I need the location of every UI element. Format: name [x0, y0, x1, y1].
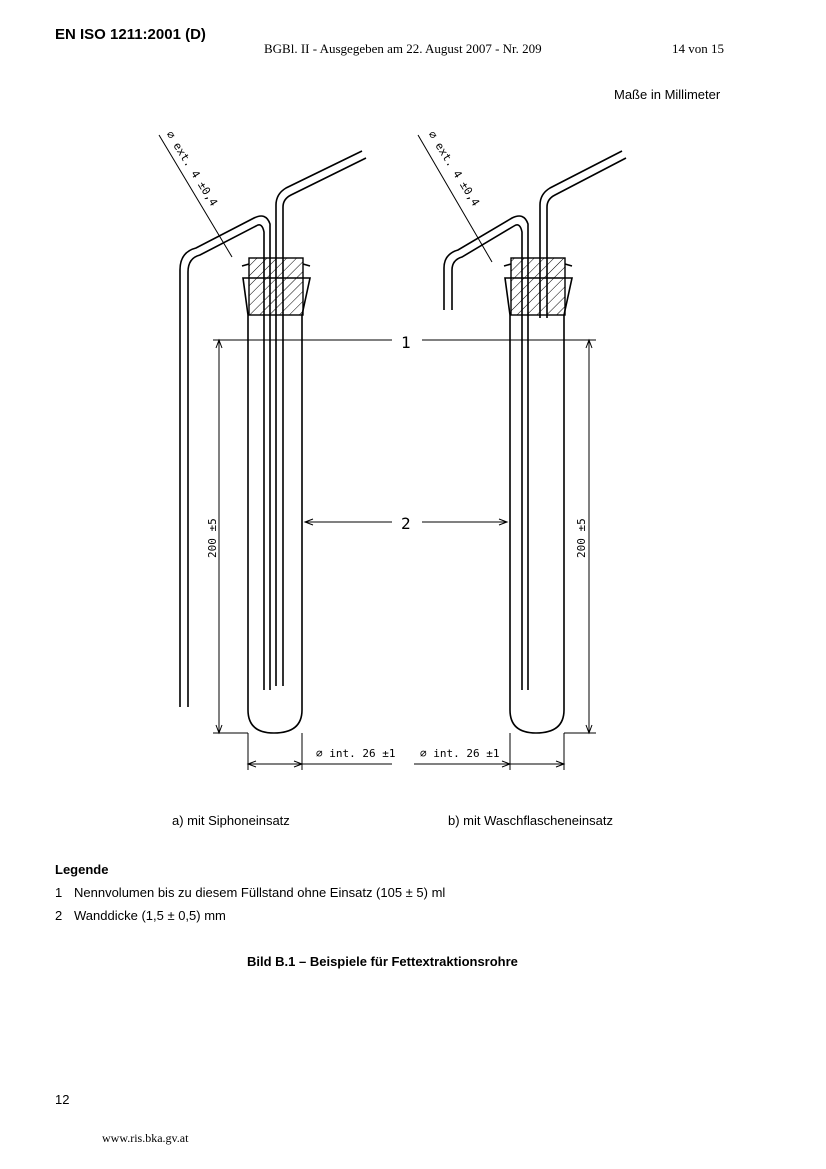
technical-drawing: ⌀ ext. 4 ±0,4 ⌀ ext. 4 ±0,4 200 ±5 200 ±… [158, 129, 627, 770]
dim-height-right: 200 ±5 [575, 518, 588, 558]
dim-height-left: 200 ±5 [206, 518, 219, 558]
legend-item-text: Nennvolumen bis zu diesem Füllstand ohne… [74, 885, 446, 900]
dim-ext-left: ⌀ ext. 4 ±0,4 [163, 129, 220, 209]
legend-item-number: 1 [55, 885, 63, 900]
page-number: 12 [55, 1092, 70, 1107]
callout-1: 1 [401, 333, 411, 352]
gazette-header: BGBl. II - Ausgegeben am 22. August 2007… [264, 41, 542, 56]
figure-caption: Bild B.1 – Beispiele für Fettextraktions… [247, 954, 518, 969]
caption-b: b) mit Waschflascheneinsatz [448, 813, 613, 828]
footer-url[interactable]: www.ris.bka.gv.at [102, 1131, 189, 1145]
legend-item: 1 Nennvolumen bis zu diesem Füllstand ohn… [55, 885, 445, 901]
callout-2: 2 [401, 514, 411, 533]
dim-int-right: ⌀ int. 26 ±1 [420, 747, 499, 760]
caption-a: a) mit Siphoneinsatz [172, 813, 290, 828]
legend-item-text: Wanddicke (1,5 ± 0,5) mm [74, 908, 226, 923]
tube-b-drawing [414, 134, 627, 770]
standard-id: EN ISO 1211:2001 (D) [55, 26, 206, 43]
legend-title: Legende [55, 862, 109, 877]
legend-item-number: 2 [55, 908, 63, 923]
page-of-indicator: 14 von 15 [672, 41, 724, 56]
units-note: Maße in Millimeter [614, 87, 721, 102]
tube-a-drawing [158, 134, 392, 770]
dim-int-left: ⌀ int. 26 ±1 [316, 747, 395, 760]
legend-item: 2 Wanddicke (1,5 ± 0,5) mm [55, 908, 226, 924]
